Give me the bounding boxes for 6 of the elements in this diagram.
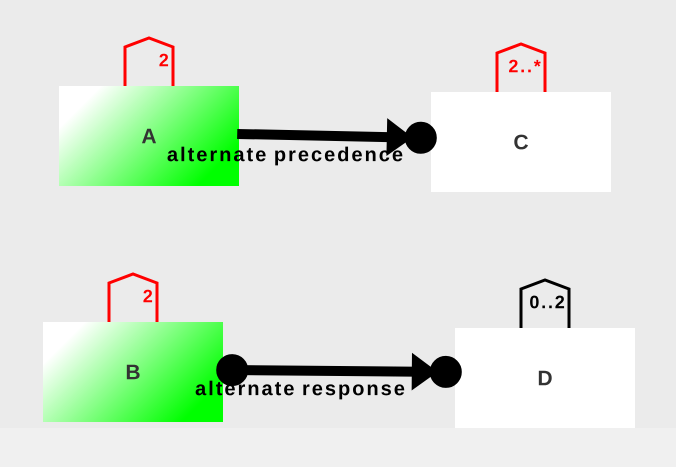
task-box: D — [455, 328, 635, 428]
cardinality-label: 2..* — [509, 60, 541, 72]
cardinality-label: 0..2 — [530, 296, 564, 308]
cardinality-label: 2 — [159, 54, 168, 66]
cardinality-label: 2 — [143, 290, 152, 302]
task-box: C — [431, 92, 611, 192]
